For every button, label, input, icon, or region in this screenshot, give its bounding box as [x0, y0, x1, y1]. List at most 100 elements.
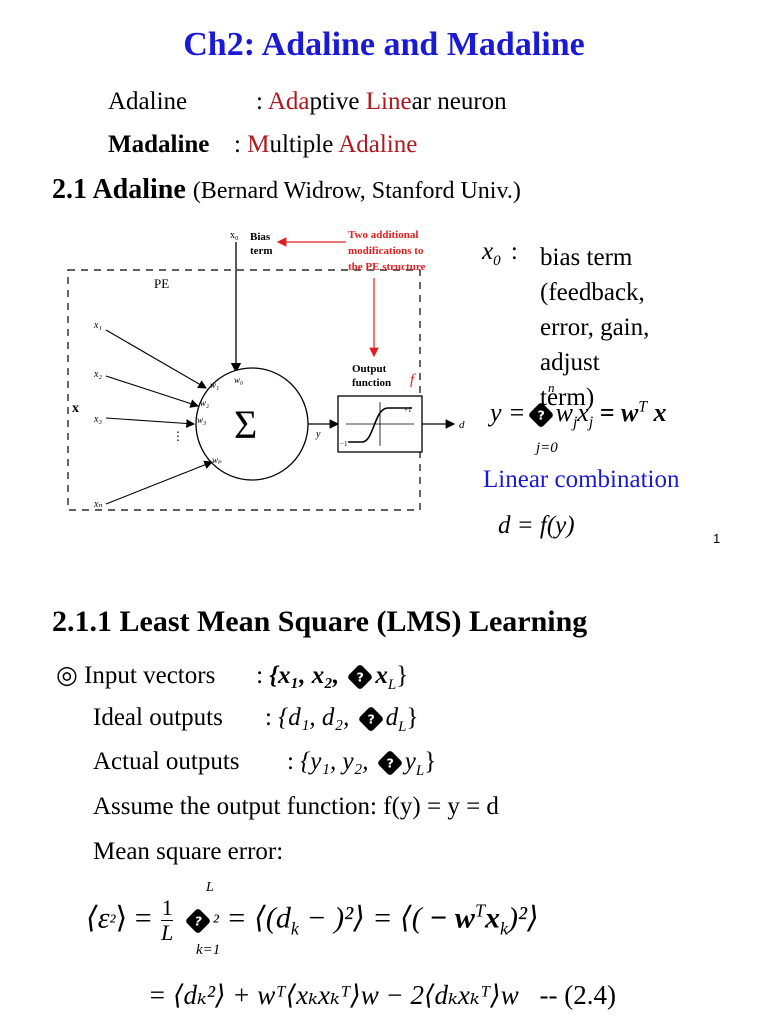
- eq1-sum-upper: L: [206, 880, 214, 895]
- row-actual-set: {y₁, y₂,: [300, 748, 375, 775]
- lms-row-ideal: Ideal outputs: {d₁, d₂, ?dL}: [93, 704, 418, 736]
- row-input-tail-sub: L: [387, 677, 397, 693]
- row-actual-tail: y: [404, 748, 416, 775]
- row-actual-sep: :: [287, 748, 294, 775]
- input-x2: x₂: [93, 369, 102, 380]
- x0-term: x0 :: [482, 238, 518, 270]
- d-equals-f-y: d = f(y): [498, 512, 575, 539]
- eq1-rhs2: x: [484, 901, 500, 935]
- note-line-1: Two additional: [348, 229, 418, 241]
- note-line-2: modifications to: [348, 245, 424, 257]
- row-input-set: {x₁, x₂,: [269, 662, 346, 689]
- missing-glyph-icon: ?: [376, 750, 404, 777]
- input-arrow-2: [105, 375, 200, 408]
- sum-upper-limit: n: [548, 380, 555, 395]
- missing-glyph-icon: ?: [184, 907, 212, 934]
- eq1-mid: = ⟨(d: [226, 901, 291, 935]
- missing-glyph-icon: ?: [527, 401, 554, 429]
- eq-wT: = w: [599, 398, 639, 427]
- eq1-mid-sub: k: [290, 918, 299, 939]
- sum-lower-limit: j=0: [536, 440, 558, 456]
- bias-desc-line-1: bias term: [540, 244, 633, 271]
- x0-symbol: x: [482, 238, 494, 265]
- input-vector-label: x: [72, 401, 79, 416]
- lms-row-actual: Actual outputs: {y₁, y₂, ?yL}: [93, 748, 436, 780]
- x0-subscript: 0: [493, 253, 501, 269]
- madaline-definition: Madaline: Multiple Adaline: [108, 131, 417, 159]
- row-ideal-sep: :: [265, 704, 272, 731]
- eq2-tag: -- (2.4): [539, 980, 616, 1010]
- row-actual-tail-sub: L: [415, 763, 425, 779]
- madaline-sep: :: [234, 131, 241, 158]
- y-label: y: [315, 429, 321, 440]
- weight-w0: w₀: [234, 375, 243, 385]
- adaline-ptive: ptive: [309, 88, 366, 115]
- row-actual-close: }: [424, 748, 437, 775]
- linear-combination-equation: y =?wjxj = wT x: [490, 398, 667, 432]
- slide-title: Ch2: Adaline and Madaline: [183, 26, 585, 63]
- output-fn-label-1: Output: [352, 363, 387, 375]
- eq-x-vec: x: [647, 398, 667, 427]
- eq1-frac-den: L: [161, 920, 174, 945]
- missing-glyph-icon: ?: [347, 664, 374, 691]
- eq2-body: = ⟨dₖ²⟩ + wᵀ⟨xₖxₖᵀ⟩w − 2⟨dₖxₖᵀ⟩w: [148, 980, 519, 1010]
- eq1-rhs-sup: T: [474, 900, 485, 921]
- input-xn: xₙ: [93, 499, 103, 510]
- bias-label-1: Bias: [250, 231, 271, 243]
- plus-one-label: +1: [404, 406, 412, 414]
- input-dots: ⋮: [172, 429, 184, 443]
- eq1-fraction: 1 L: [161, 895, 174, 945]
- eq1-mid3: )²⟩ = ⟨(: [334, 901, 422, 935]
- row-ideal-close: }: [406, 704, 419, 731]
- bias-desc-line-4: adjust: [540, 349, 600, 376]
- eq1-lhs: ⟨ε: [86, 901, 110, 935]
- row-actual-label: Actual outputs: [93, 748, 240, 775]
- eq-w: w: [555, 398, 573, 427]
- pe-box: [67, 269, 421, 511]
- page-number: 1: [713, 531, 721, 546]
- row-input-tail: x: [375, 662, 388, 689]
- eq-w-sub: j: [572, 414, 578, 432]
- input-arrow-n: [105, 460, 214, 505]
- input-arrow-1: [105, 329, 207, 389]
- adaline-diagram: PE x x₀ Bias term Two additional modific…: [67, 229, 465, 511]
- section-2-1-1-title: 2.1.1 Least Mean Square (LMS) Learning: [52, 605, 588, 638]
- bias-desc-line-5: term): [540, 384, 595, 411]
- section-2-1-title: 2.1 Adaline: [52, 174, 186, 205]
- input-arrow-3: [105, 417, 196, 428]
- missing-glyph-icon: ?: [357, 706, 384, 733]
- pe-label: PE: [154, 276, 169, 291]
- bias-desc-line-2: (feedback,: [540, 279, 645, 306]
- linear-combination-label: Linear combination: [483, 466, 680, 493]
- note-line-3: the PE structure: [348, 261, 426, 273]
- weight-w2: w₂: [200, 398, 209, 408]
- eq1-rhs: − w: [429, 901, 475, 935]
- x0-label: x₀: [230, 230, 239, 241]
- madaline-adaline: Adaline: [338, 131, 418, 158]
- adaline-sep: :: [256, 88, 263, 115]
- eq-T: T: [638, 398, 648, 416]
- adaline-term: Adaline: [108, 88, 188, 115]
- adaline-line: Line: [365, 88, 412, 115]
- row-ideal-label: Ideal outputs: [93, 704, 223, 731]
- mse-equation-2: = ⟨dₖ²⟩ + wᵀ⟨xₖxₖᵀ⟩w − 2⟨dₖxₖᵀ⟩w -- (2.4…: [148, 980, 616, 1011]
- madaline-term: Madaline: [108, 131, 210, 158]
- row-input-sep: :: [256, 662, 264, 689]
- adaline-ada: Ada: [267, 88, 310, 115]
- row-ideal-tail-sub: L: [398, 719, 407, 735]
- eq1-rhs2-sub: k: [499, 918, 508, 939]
- bias-label-2: term: [250, 245, 273, 257]
- eq1-rhs3: )²⟩: [507, 901, 539, 935]
- eq1-frac-num: 1: [161, 895, 174, 921]
- x0-colon: :: [510, 238, 518, 265]
- eq-x-sub: j: [588, 414, 594, 432]
- weight-w1: w₁: [210, 380, 219, 390]
- d-label: d: [459, 419, 465, 431]
- lms-row-input: ◎ Input vectors: {x₁, x₂, ?xL}: [56, 660, 408, 694]
- bias-desc-line-3: error, gain,: [540, 314, 650, 341]
- row-input-close: }: [396, 662, 409, 689]
- row-input-label: Input vectors: [84, 662, 216, 689]
- row-ideal-tail: d: [385, 704, 399, 731]
- eq-lhs: y =: [490, 398, 526, 427]
- output-fn-label-2: function: [352, 377, 391, 389]
